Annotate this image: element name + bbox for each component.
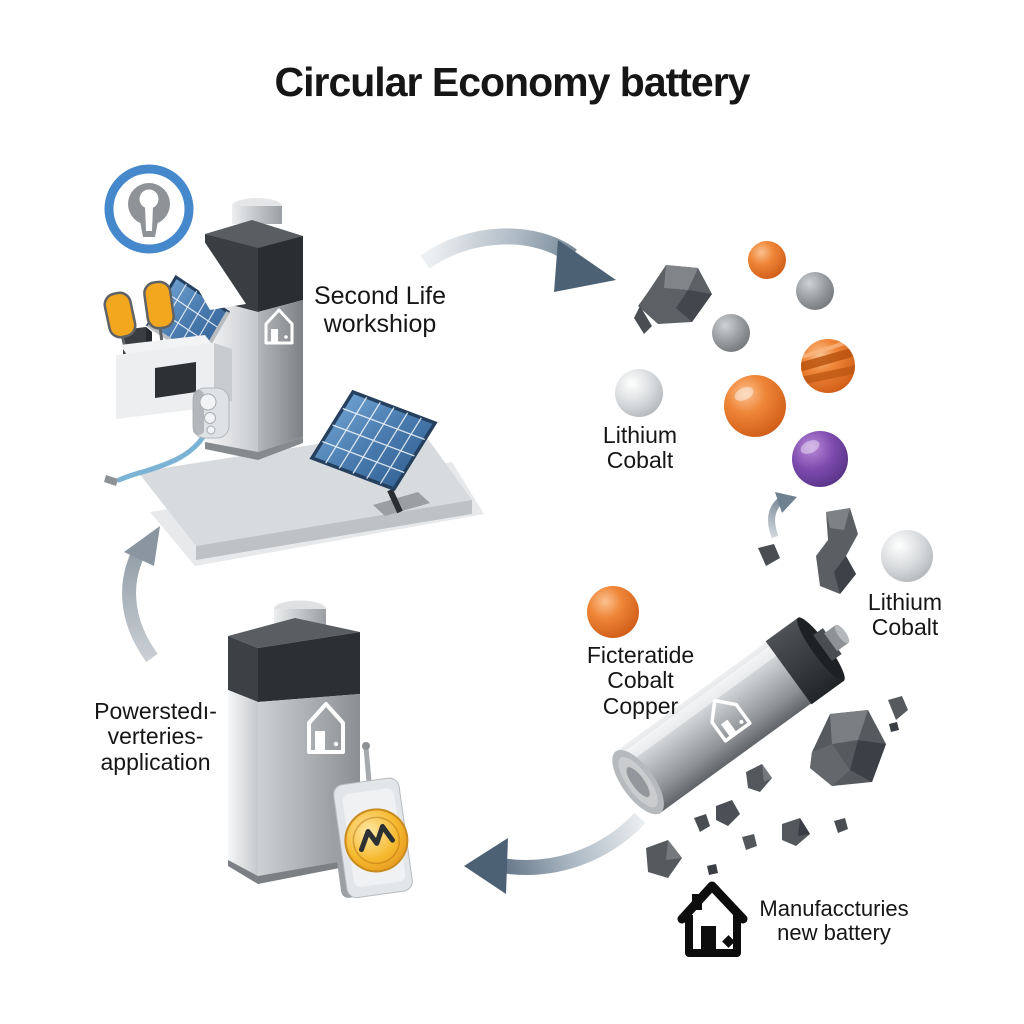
label-line: Lithium <box>602 422 678 448</box>
bench-slot <box>155 362 196 398</box>
lightbulb-icon <box>128 183 170 237</box>
label-line: Cobalt <box>606 447 674 474</box>
copper-sphere-recovered <box>587 586 639 638</box>
power-wave-emblem <box>344 808 409 873</box>
house-manufacture-icon <box>677 881 748 957</box>
power-device <box>327 742 413 899</box>
scattered-ore-rocks <box>646 696 908 878</box>
charging-cable <box>116 431 208 483</box>
arrow-manufacture-to-application <box>464 812 646 894</box>
charger-device <box>192 387 230 439</box>
label-second-life-workshop: Second Life workshiop <box>295 282 465 338</box>
copper-sphere-large <box>724 375 786 437</box>
label-line: Manufaccturies <box>759 896 909 921</box>
cobalt-sphere <box>792 431 848 487</box>
copper-sphere-small <box>748 241 786 279</box>
recycled-battery <box>612 617 850 815</box>
label-line: Cobalt <box>607 667 674 694</box>
idea-lightbulb-bubble <box>104 164 246 310</box>
home-icon <box>710 698 752 743</box>
label-powered-application: Powerstedı- verteries- application <box>58 698 253 775</box>
ore-rocks-right <box>758 508 933 594</box>
label-line: Copper <box>602 692 679 719</box>
home-icon <box>264 308 294 345</box>
cable-plug <box>104 475 118 486</box>
label-manufactures-new-battery: Manufaccturies new battery <box>748 896 920 946</box>
label-line: verteries- <box>107 723 204 750</box>
arrow-workshop-to-materials <box>420 228 616 292</box>
ore-rock-top <box>634 265 712 334</box>
label-line: Lithium <box>867 589 943 615</box>
copper-striped-sphere <box>801 339 855 393</box>
workshop-scene <box>103 164 484 566</box>
label-line: workshiop <box>323 309 437 338</box>
nickel-sphere <box>796 272 834 310</box>
label-line: Powerstedı- <box>94 698 217 724</box>
raw-materials-cluster <box>615 241 855 487</box>
label-line: application <box>100 748 211 775</box>
label-line: Cobalt <box>871 614 939 641</box>
label-recovered-materials: Ficteratide Cobalt Copper <box>553 642 728 719</box>
lithium-sphere-right <box>881 530 933 582</box>
label-line: Ficteratide <box>586 642 695 668</box>
label-lithium-cobalt-minerals: Lithium Cobalt <box>578 422 702 474</box>
diagram-title: Circular Economy battery <box>274 59 751 105</box>
home-icon <box>307 702 345 754</box>
nickel-sphere <box>712 314 750 352</box>
arrow-rocks-to-materials <box>768 492 797 539</box>
arrow-application-to-workshop <box>122 526 160 663</box>
label-lithium-cobalt-recycled: Lithium Cobalt <box>843 589 967 641</box>
lithium-sphere <box>615 369 663 417</box>
label-line: new battery <box>777 920 891 946</box>
label-line: Second Life <box>313 282 447 310</box>
solar-panel-stand <box>309 389 438 516</box>
